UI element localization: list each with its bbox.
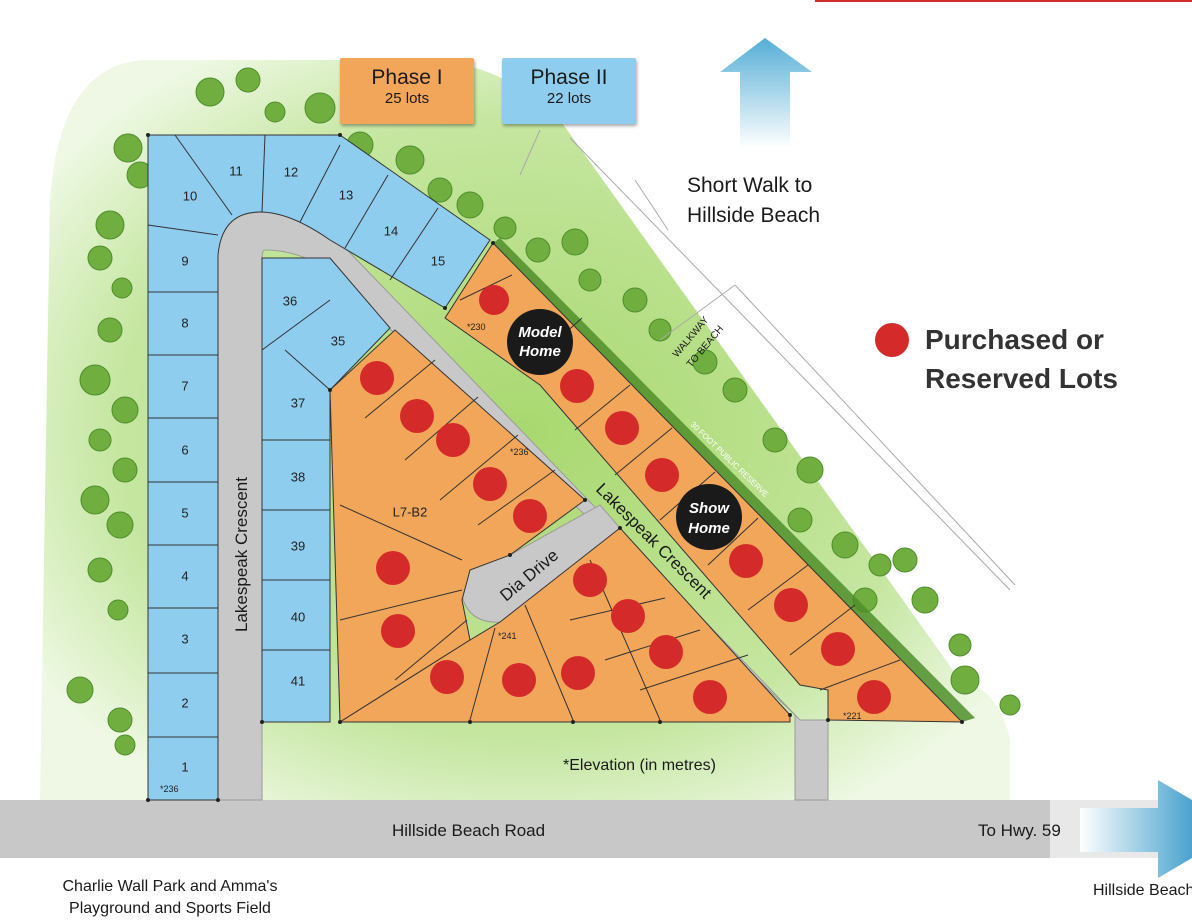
trees — [66, 67, 1021, 756]
elevation-236-center: *236 — [510, 447, 529, 457]
lot-9: 9 — [181, 253, 188, 268]
phase2-box: Phase II 22 lots — [502, 58, 636, 124]
show-home-label-2: Home — [688, 520, 730, 537]
walkway-lines — [519, 129, 1016, 591]
road-label-hillside-beach: Hillside Beach Road — [392, 821, 545, 840]
lot-5: 5 — [181, 505, 188, 520]
legend-line-2: Reserved Lots — [925, 363, 1118, 394]
lot-36: 36 — [283, 293, 297, 308]
lot-40: 40 — [291, 609, 305, 624]
lot-4: 4 — [181, 568, 188, 583]
lot-41: 41 — [291, 673, 305, 688]
lot-38: 38 — [291, 469, 305, 484]
elevation-230: *230 — [467, 322, 486, 332]
model-home-label-1: Model — [518, 324, 562, 341]
lot-10: 10 — [183, 188, 197, 203]
show-home-marker: Show Home — [676, 484, 742, 550]
lot-6: 6 — [181, 442, 188, 457]
lot-14: 14 — [384, 223, 398, 238]
lot-39: 39 — [291, 538, 305, 553]
short-walk-line-1: Short Walk to — [687, 174, 813, 197]
park-note-line-1: Charlie Wall Park and Amma's — [62, 878, 278, 895]
hillside-beach-note: Hillside Beach — [1093, 882, 1192, 899]
park-note: Charlie Wall Park and Amma's Playground … — [40, 876, 300, 920]
phase2-lot-numbers: 1 2 3 4 5 6 7 8 9 10 11 12 13 14 15 35 3… — [181, 163, 445, 774]
legend-dot-icon — [875, 323, 909, 357]
model-home-label-2: Home — [519, 343, 561, 360]
phase2-lots — [147, 134, 491, 801]
purchased-lot-markers — [360, 285, 891, 714]
lot-1: 1 — [181, 759, 188, 774]
north-arrow-icon — [720, 38, 812, 148]
phase1-box: Phase I 25 lots — [340, 58, 474, 124]
elevation-note: *Elevation (in metres) — [563, 757, 716, 774]
lot-corner-dots — [146, 133, 964, 802]
short-walk-note: Short Walk to Hillside Beach — [687, 171, 820, 231]
public-reserve-strip — [493, 238, 975, 722]
lot-15: 15 — [431, 253, 445, 268]
lot-37: 37 — [291, 395, 305, 410]
phase2-lots-count: 22 lots — [546, 90, 592, 107]
park-note-line-2: Playground and Sports Field — [69, 900, 271, 917]
model-home-marker: Model Home — [507, 309, 573, 375]
lot-2: 2 — [181, 695, 188, 710]
legend: Purchased or Reserved Lots — [925, 320, 1118, 398]
phase1-lots-count: 25 lots — [384, 90, 430, 107]
short-walk-line-2: Hillside Beach — [687, 204, 821, 227]
lot-7: 7 — [181, 378, 188, 393]
phase2-title: Phase II — [530, 66, 608, 89]
elevation-221: *221 — [843, 711, 862, 721]
lot-35: 35 — [331, 333, 345, 348]
phase2-lot-lines — [147, 134, 439, 738]
lot-3: 3 — [181, 631, 188, 646]
phase1-title: Phase I — [371, 66, 443, 89]
phase1-lot-lines — [339, 274, 901, 721]
lot-l7-b2-label: L7-B2 — [393, 504, 428, 519]
lot-11: 11 — [229, 163, 243, 178]
road-label-lakespeak-west: Lakespeak Crescent — [232, 477, 251, 632]
road-label-to-hwy: To Hwy. 59 — [978, 821, 1061, 840]
elevation-236-west: *236 — [160, 784, 179, 794]
show-home-label-1: Show — [689, 500, 730, 517]
lot-13: 13 — [339, 187, 353, 202]
east-arrow-icon — [1080, 780, 1192, 878]
lot-12: 12 — [284, 164, 298, 179]
lot-8: 8 — [181, 315, 188, 330]
legend-line-1: Purchased or — [925, 324, 1104, 355]
elevation-241: *241 — [498, 631, 517, 641]
top-accent-bar — [815, 0, 1192, 2]
